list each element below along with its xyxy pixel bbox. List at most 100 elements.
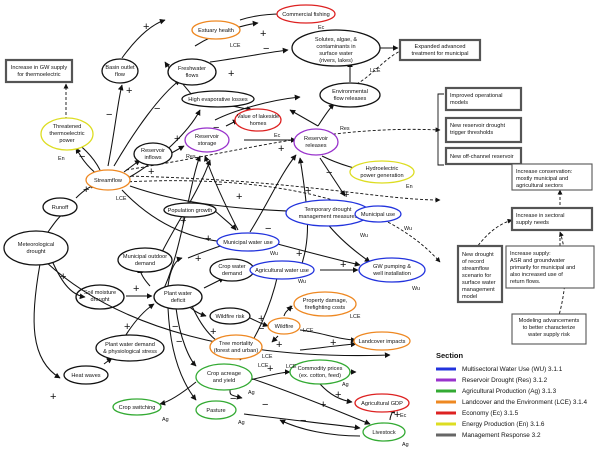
svg-text:Tree mortality(forest and urba: Tree mortality(forest and urban) [214,341,259,354]
svg-text:Wu: Wu [412,286,420,292]
node-municipal-water-use: Municipal water use Wu [216,232,280,257]
svg-text:Wildfire: Wildfire [275,324,294,330]
legend-title: Section [436,351,464,360]
node-property-damage: Property damage,firefighting costs LCE [293,291,361,320]
svg-text:Ag: Ag [342,382,349,388]
sign-plus: + [287,303,293,315]
svg-text:Municipal water use: Municipal water use [223,240,272,246]
svg-text:Ag: Ag [162,417,169,423]
legend-label: Management Response 3.2 [462,432,541,439]
sign-plus: + [267,363,273,375]
node-crop-switching: Crop switching Ag [112,398,169,423]
legend-label: Multisectoral Water Use (WU) 3.1.1 [462,366,563,373]
svg-text:LCE: LCE [262,354,273,360]
svg-text:Commodity prices(ex. cotton, f: Commodity prices(ex. cotton, feed) [298,366,343,379]
legend-item: Energy Production (En) 3.1.6 [436,421,545,428]
sign-plus: + [340,259,346,271]
svg-text:High evaporative losses: High evaporative losses [188,97,248,103]
sign-minus: − [258,323,264,335]
legend-item: Agricultural Production (Ag) 3.1.3 [436,388,557,395]
legend-label: Energy Production (En) 3.1.6 [462,421,545,428]
svg-text:Increase supply:ASR and ground: Increase supply:ASR and groundwaterprima… [510,251,575,285]
svg-text:Property damage,firefighting c: Property damage,firefighting costs [303,298,348,311]
svg-text:Ag: Ag [238,420,245,426]
node-gw-pumping: GW pumping &well installation Wu [358,257,426,292]
svg-text:Wildfire risk: Wildfire risk [216,314,245,320]
sign-minus: − [154,103,160,115]
svg-text:Ec: Ec [400,413,407,419]
sign-plus: + [320,399,326,411]
svg-text:Wu: Wu [404,226,412,232]
legend-label: Economy (Ec) 3.1.5 [462,410,519,417]
node-estuary-health: Estuary health LCE [191,20,241,49]
svg-text:Agricultural GDP: Agricultural GDP [361,401,403,407]
svg-text:LCE: LCE [258,363,269,369]
legend-items: Multisectoral Water Use (WU) 3.1.1Reserv… [436,366,587,439]
svg-text:Commercial fishing: Commercial fishing [282,12,330,18]
sign-minus: − [265,223,271,235]
sign-plus: + [278,143,284,155]
sign-plus: + [124,321,130,333]
node-heat-waves: Heat waves [63,365,109,385]
svg-text:Runoff: Runoff [52,205,69,211]
sign-minus: − [213,122,219,134]
legend-item: Economy (Ec) 3.1.5 [436,410,519,417]
sign-plus: + [180,215,186,227]
svg-text:Livestock: Livestock [372,430,396,436]
svg-text:Res: Res [340,126,350,132]
node-agricultural-gdp: Agricultural GDP Ec [354,393,410,419]
svg-text:Pasture: Pasture [206,408,225,414]
svg-text:En: En [58,156,65,162]
svg-text:LCE: LCE [116,196,127,202]
node-population-growth: Population growth [163,202,217,218]
sign-plus: + [305,185,311,197]
svg-text:Landcover impacts: Landcover impacts [359,339,406,345]
node-commercial-fishing: Commercial fishing Ec [276,4,336,31]
legend-item: Multisectoral Water Use (WU) 3.1.1 [436,366,563,373]
sign-minus: − [106,109,112,121]
node-pasture: Pasture Ag [195,400,245,426]
sign-plus: + [394,409,400,421]
sign-plus: + [343,189,349,201]
sign-minus: − [262,399,268,411]
node-plant-water-demand: Plant water demand& physiological stress [95,334,165,362]
sign-plus: + [296,248,302,260]
svg-text:GW pumping &well installation: GW pumping &well installation [372,264,411,277]
sign-plus: + [228,68,234,80]
svg-text:Plant water demand& physiologi: Plant water demand& physiological stress [103,342,157,355]
sign-plus: + [83,184,89,196]
svg-text:LCE: LCE [303,328,314,334]
svg-text:Res: Res [186,154,196,160]
sign-plus: + [143,21,149,33]
svg-text:LCE: LCE [370,68,381,74]
box-increase-conservation: Increase conservation:mostly municipal a… [511,163,593,191]
node-livestock: Livestock Ag [362,422,409,448]
legend-item: Landcover and the Environment (LCE) 3.1.… [436,399,587,406]
svg-text:Ag: Ag [248,390,255,396]
sign-minus: − [326,167,332,179]
node-wildfire: Wildfire LCE [267,317,314,335]
svg-text:LCE: LCE [350,314,361,320]
legend-label: Landcover and the Environment (LCE) 3.1.… [462,399,587,406]
